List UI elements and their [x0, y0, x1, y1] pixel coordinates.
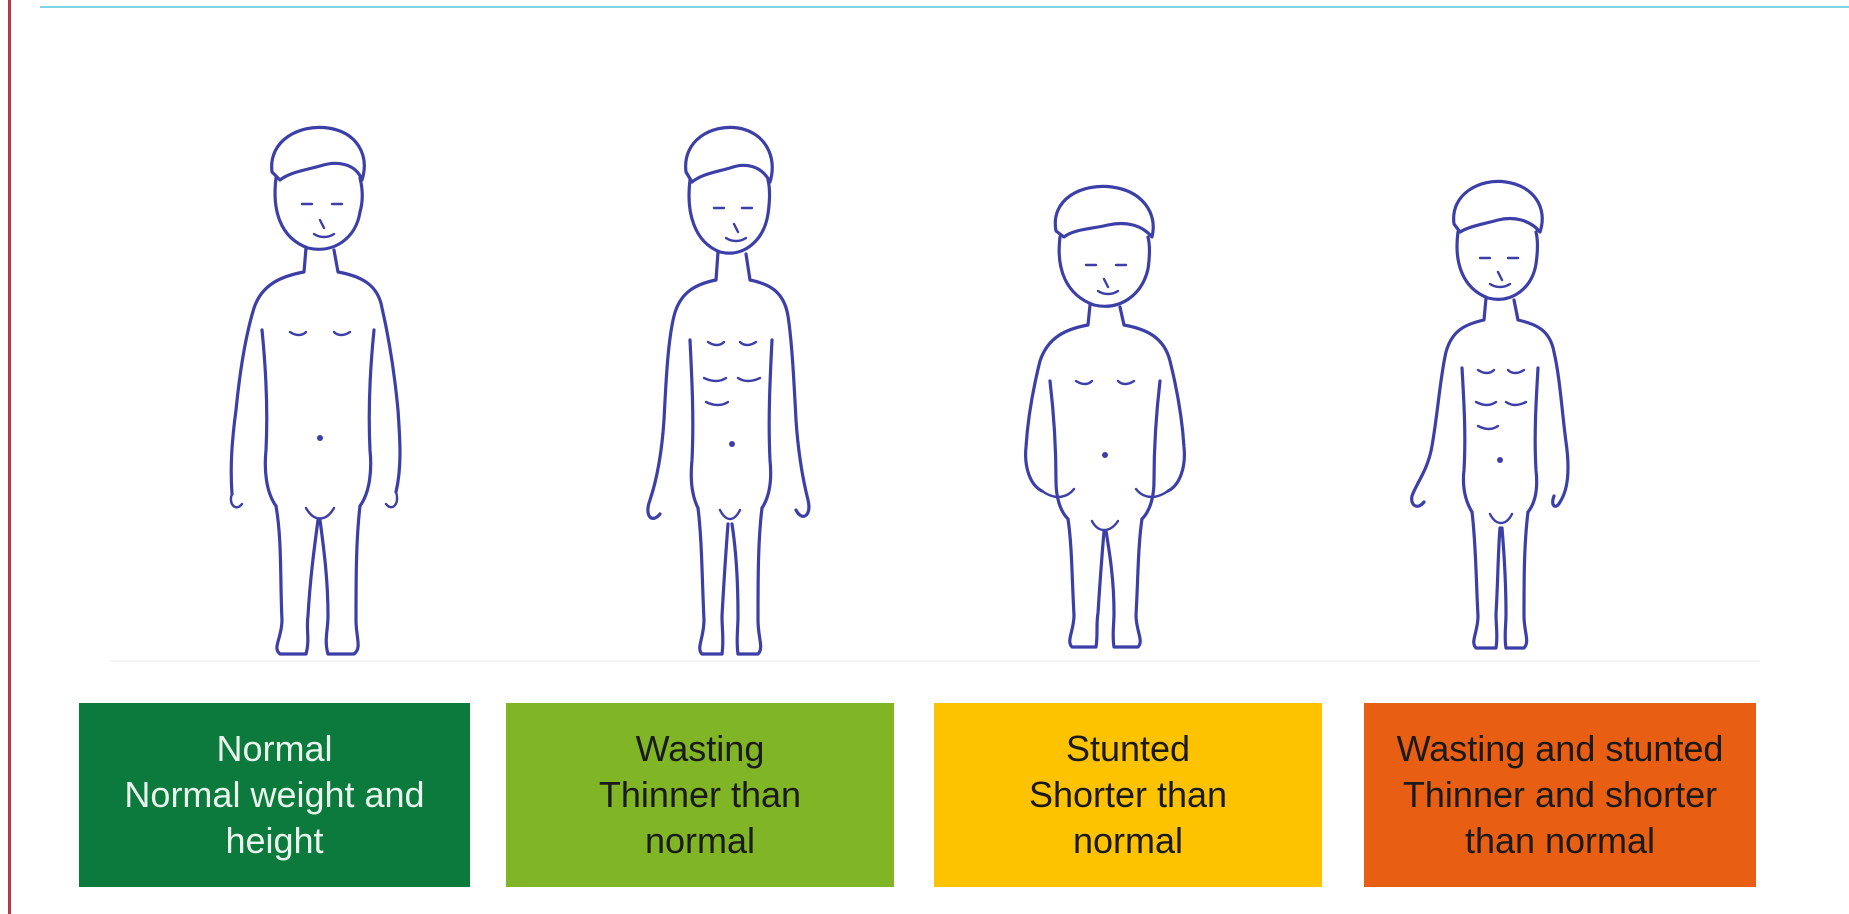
- child-wasting-figure: [600, 120, 840, 660]
- label-description: Shorter than normal: [1029, 772, 1227, 864]
- top-border-rule: [40, 6, 1849, 8]
- child-wasting-and-stunted-figure: [1390, 180, 1610, 660]
- ground-line: [110, 660, 1760, 662]
- label-title: Wasting: [636, 726, 765, 772]
- label-title: Normal: [216, 726, 332, 772]
- left-border-rule: [8, 0, 11, 914]
- label-description: Thinner and shorter than normal: [1403, 772, 1717, 864]
- label-title: Stunted: [1066, 726, 1190, 772]
- label-box-normal: Normal Normal weight and height: [79, 703, 470, 887]
- label-title: Wasting and stunted: [1397, 726, 1724, 772]
- label-box-wasting-and-stunted: Wasting and stunted Thinner and shorter …: [1364, 703, 1756, 887]
- label-description: Thinner than normal: [599, 772, 801, 864]
- label-box-stunted: Stunted Shorter than normal: [934, 703, 1322, 887]
- label-description: Normal weight and height: [124, 772, 424, 864]
- child-normal-figure: [210, 120, 430, 660]
- label-box-wasting: Wasting Thinner than normal: [506, 703, 894, 887]
- child-stunted-figure: [1010, 185, 1210, 660]
